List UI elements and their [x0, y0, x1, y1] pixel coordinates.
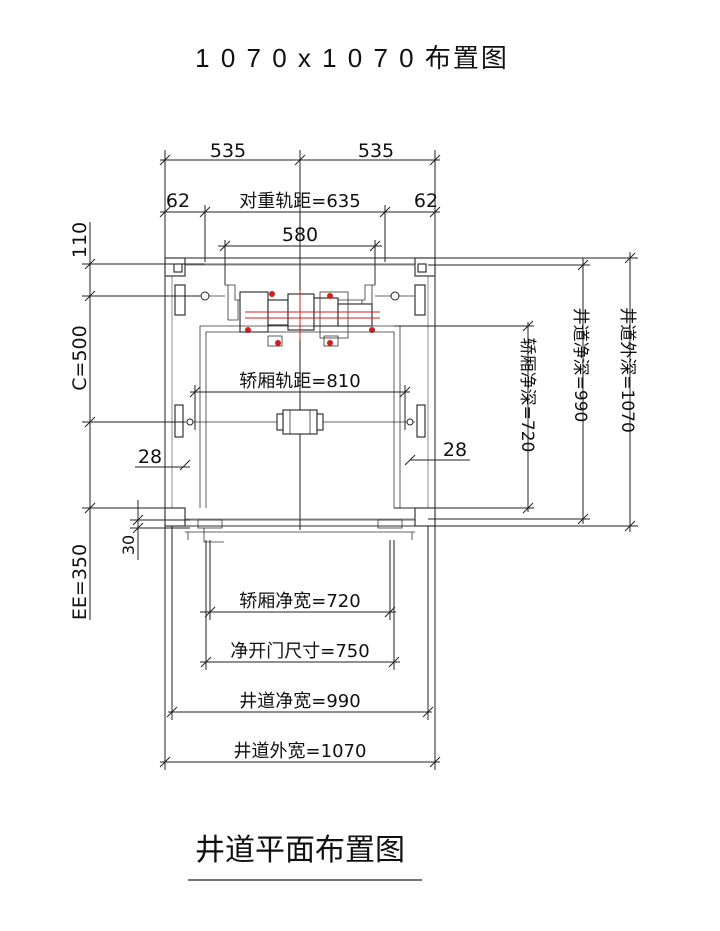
top-dimension-group: 535 535 62 62 对重轨距=635 580 — [159, 140, 441, 530]
right-dimension-group: 轿厢净深=720 井道净深=990 井道外深=1070 — [394, 252, 638, 532]
dim-left-c-500: C=500 — [69, 325, 91, 390]
dim-top-right-535: 535 — [358, 140, 394, 162]
dim-left-30: 30 — [119, 535, 138, 555]
gap-28-dimensions: 28 28 — [135, 439, 470, 471]
bottom-dimension-group: 轿厢净宽=720 净开门尺寸=750 井道净宽=990 井道外宽=1070 — [159, 526, 441, 770]
counterweight-assembly — [185, 263, 415, 347]
dim-counterweight-rail-distance: 对重轨距=635 — [239, 191, 360, 212]
car-rail-dimension: 轿厢轨距=810 — [189, 371, 411, 430]
dim-right-62: 62 — [414, 190, 438, 212]
left-dimension-group: 110 C=500 EE=350 30 — [69, 222, 205, 620]
footer-title: 井道平面布置图 — [195, 833, 405, 868]
dim-car-clear-width: 轿厢净宽=720 — [239, 591, 360, 612]
dim-left-ee-350: EE=350 — [69, 544, 91, 620]
dim-top-left-535: 535 — [210, 140, 246, 162]
dim-left-28: 28 — [138, 446, 162, 468]
drawing-title: 1 0 7 0 x 1 0 7 0 布置图 — [195, 43, 509, 73]
landing-door — [185, 519, 415, 543]
dim-car-clear-depth: 轿厢净深=720 — [517, 338, 537, 453]
dim-shaft-outer-depth: 井道外深=1070 — [617, 307, 637, 433]
dim-door-clear-opening: 净开门尺寸=750 — [230, 641, 369, 662]
dim-left-110: 110 — [69, 222, 91, 258]
dim-shaft-clear-width: 井道净宽=990 — [239, 691, 360, 712]
dim-car-rail-distance: 轿厢轨距=810 — [239, 371, 360, 392]
dim-shaft-outer-width: 井道外宽=1070 — [234, 741, 367, 762]
dim-counterweight-580: 580 — [282, 224, 318, 246]
dim-shaft-clear-depth: 井道净深=990 — [570, 308, 590, 423]
car-frame — [185, 325, 415, 508]
dim-right-28: 28 — [443, 439, 467, 461]
dim-left-62: 62 — [166, 190, 190, 212]
